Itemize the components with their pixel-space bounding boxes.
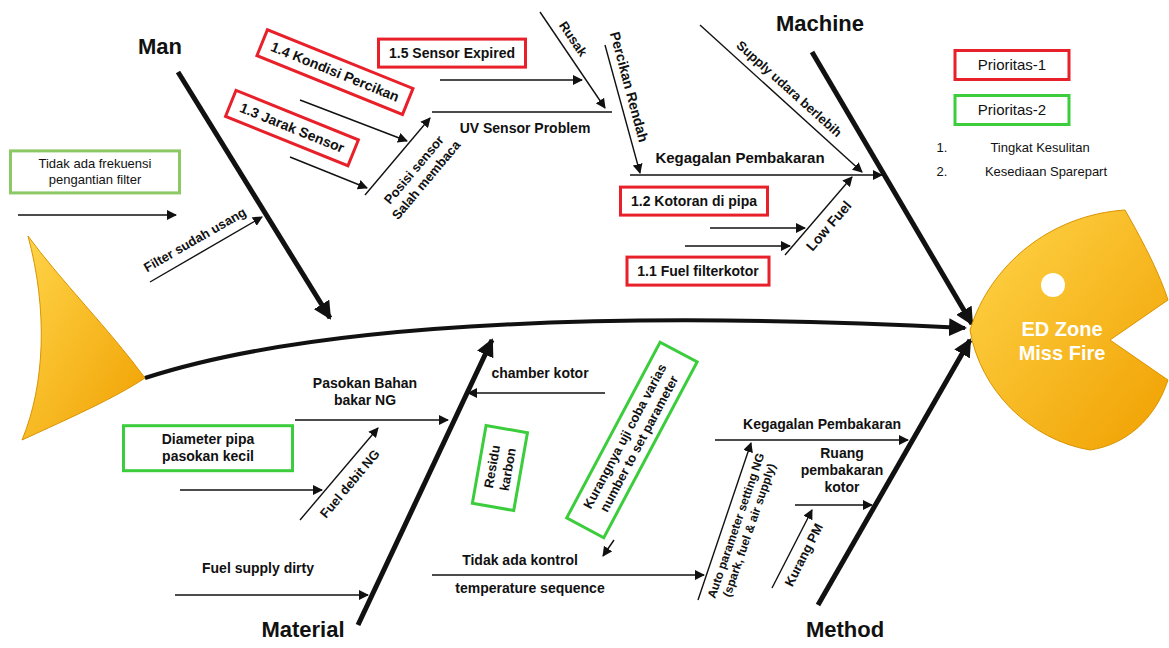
cause-label: UV Sensor Problem [460, 120, 591, 137]
list-number: 2. [937, 164, 948, 180]
bone-label: Machine [776, 11, 864, 37]
line-part [630, 174, 882, 175]
cause-label: Kegagalan Pembakaran [743, 416, 901, 433]
cause-label: Auto parameter setting NG (spark, fuel &… [703, 445, 784, 610]
box-text: Tidak ada frekuensi pengantian filter [20, 156, 170, 187]
cause-label: temperature sequence [455, 580, 604, 597]
cause-box: 1.1 Fuel filterkotor [626, 256, 771, 287]
cause-label: Pasokan Bahan bakar NG [295, 375, 435, 409]
cause-label: Posisi sensor Salah membaca [374, 125, 465, 225]
cause-label: chamber kotor [491, 365, 588, 382]
cause-label: Fuel debit NG [317, 447, 383, 522]
cause-box: 1.5 Sensor Expired [377, 38, 527, 69]
line-part [812, 52, 972, 324]
note-text: Kesediaan Sparepart [985, 164, 1107, 180]
box-text: 1.2 Kotoran di pipa [630, 193, 758, 210]
box-text: 1.3 Jarak Sensor [236, 99, 347, 157]
bone-label: Material [261, 617, 344, 643]
line-part [468, 392, 605, 393]
fish-head-outline [970, 210, 1168, 450]
cause-box: 1.3 Jarak Sensor [224, 88, 361, 167]
cause-label: Fuel supply dirty [202, 560, 314, 577]
line-part [685, 245, 790, 246]
line-part [18, 214, 176, 215]
line-part [710, 227, 805, 228]
note-text: Tingkat Kesulitan [990, 140, 1089, 156]
cause-label: Kegagalan Pembakaran [655, 149, 824, 167]
box-text: Diameter pipa pasokan kecil [133, 431, 283, 465]
line-part [715, 439, 908, 440]
box-text: 1.5 Sensor Expired [388, 45, 516, 62]
cause-label: Percikan Rendah [606, 30, 652, 144]
line-part [540, 12, 605, 108]
line-part [603, 540, 614, 556]
line-part [180, 489, 322, 490]
legend-text: Prioritas-1 [965, 56, 1060, 74]
legend-swatch: Prioritas-2 [954, 94, 1071, 126]
fish-eye [1041, 273, 1065, 297]
line-part [175, 594, 368, 595]
cause-arrows [18, 12, 908, 600]
line-part [295, 419, 448, 420]
line-part [432, 574, 704, 575]
legend-swatch: Prioritas-1 [954, 49, 1071, 81]
main-bones [178, 52, 972, 625]
box-text: 1.1 Fuel filterkotor [637, 263, 760, 280]
cause-box: 1.2 Kotoran di pipa [619, 186, 769, 217]
fish-tail [22, 236, 145, 440]
cause-label: Tidak ada kontrol [462, 552, 578, 569]
legend-text: Prioritas-2 [965, 101, 1060, 119]
effect-label: ED Zone Miss Fire [1012, 317, 1112, 365]
bone-label: Man [138, 34, 182, 60]
cause-label: Ruang pembakaran kotor [792, 445, 892, 495]
line-part [290, 157, 367, 188]
list-number: 1. [937, 140, 948, 156]
line-part [795, 504, 872, 505]
line-part [440, 79, 582, 80]
box-text: Kurangnya uji coba varias number to set … [576, 353, 688, 527]
cause-label: Rusak [556, 18, 591, 59]
cause-box: Tidak ada frekuensi pengantian filter [9, 149, 181, 194]
cause-box: Diameter pipa pasokan kecil [122, 424, 294, 472]
box-text: Residu karbon [479, 436, 520, 501]
bone-label: Method [806, 617, 884, 643]
cause-label: Supply udara berlebih [733, 38, 845, 141]
fish-head: ED Zone Miss Fire [960, 205, 1169, 455]
line-part [432, 111, 612, 112]
cause-box: Residu karbon [471, 424, 530, 513]
